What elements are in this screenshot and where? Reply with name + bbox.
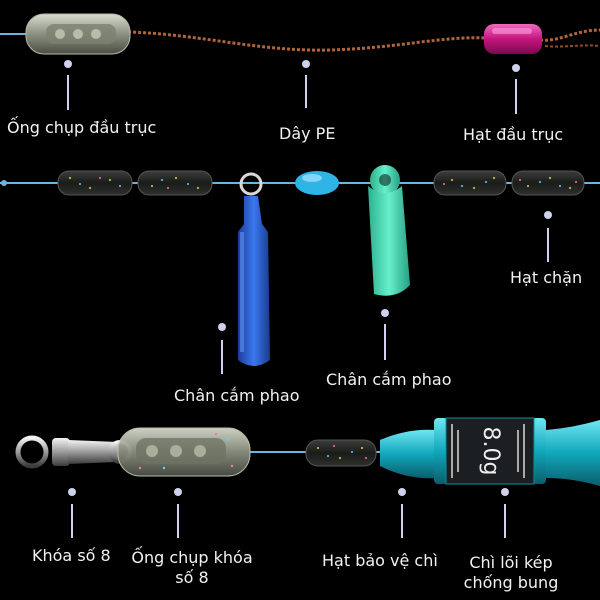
- blue-float-stem-icon: [238, 172, 270, 366]
- capsule-swivel-icon: [117, 427, 251, 477]
- pointer-swivel: [68, 488, 76, 538]
- swivel-icon: [15, 435, 132, 469]
- label-protector-bead: Hạt bảo vệ chì: [322, 551, 438, 570]
- sinker-protector-bead-icon: [305, 439, 377, 467]
- pointer-top-mid: [302, 60, 310, 108]
- pointer-top-left: [64, 60, 72, 110]
- pointer-capsule-swivel: [174, 488, 182, 538]
- pe-line-tail: [539, 28, 600, 42]
- pointer-green-stem: [381, 309, 389, 360]
- green-float-stem-icon: [368, 165, 410, 296]
- label-sinker-line2: chống bung: [463, 573, 559, 592]
- pe-line: [127, 30, 487, 52]
- capsule-icon: [25, 13, 131, 55]
- label-pe-line: Dây PE: [279, 124, 336, 143]
- sinker-icon: 8.0g: [380, 417, 600, 486]
- pink-bead-icon: [484, 24, 542, 54]
- label-green-float-stem: Chân cắm phao: [326, 370, 452, 389]
- oval-bead-icon: [295, 171, 339, 195]
- label-capsule-swivel-line2: số 8: [175, 568, 209, 587]
- stopper-bead-icon: [57, 170, 585, 196]
- label-swivel: Khóa số 8: [32, 546, 111, 565]
- row-middle: [0, 165, 600, 374]
- sinker-weight-text: 8.0g: [478, 427, 503, 476]
- label-end-bead: Hạt đầu trục: [463, 125, 564, 144]
- pointer-blue-stem: [218, 323, 226, 374]
- row-top: [0, 13, 600, 114]
- pointer-stopper: [544, 211, 552, 262]
- pointer-protector-bead: [398, 488, 406, 538]
- label-sinker-line1: Chì lõi kép: [469, 553, 553, 572]
- label-sinker: Chì lõi kép chống bung: [452, 553, 570, 593]
- label-capsule-swivel-line1: Ống chụp khóa: [131, 548, 253, 567]
- label-end-capsule: Ống chụp đầu trục: [7, 118, 157, 137]
- pointer-sinker: [501, 488, 509, 538]
- label-stopper-bead: Hạt chặn: [510, 268, 583, 287]
- label-capsule-swivel: Ống chụp khóa số 8: [124, 548, 260, 588]
- row-bottom: 8.0g: [15, 417, 600, 538]
- pointer-top-right: [512, 64, 520, 114]
- label-blue-float-stem: Chân cắm phao: [174, 386, 300, 405]
